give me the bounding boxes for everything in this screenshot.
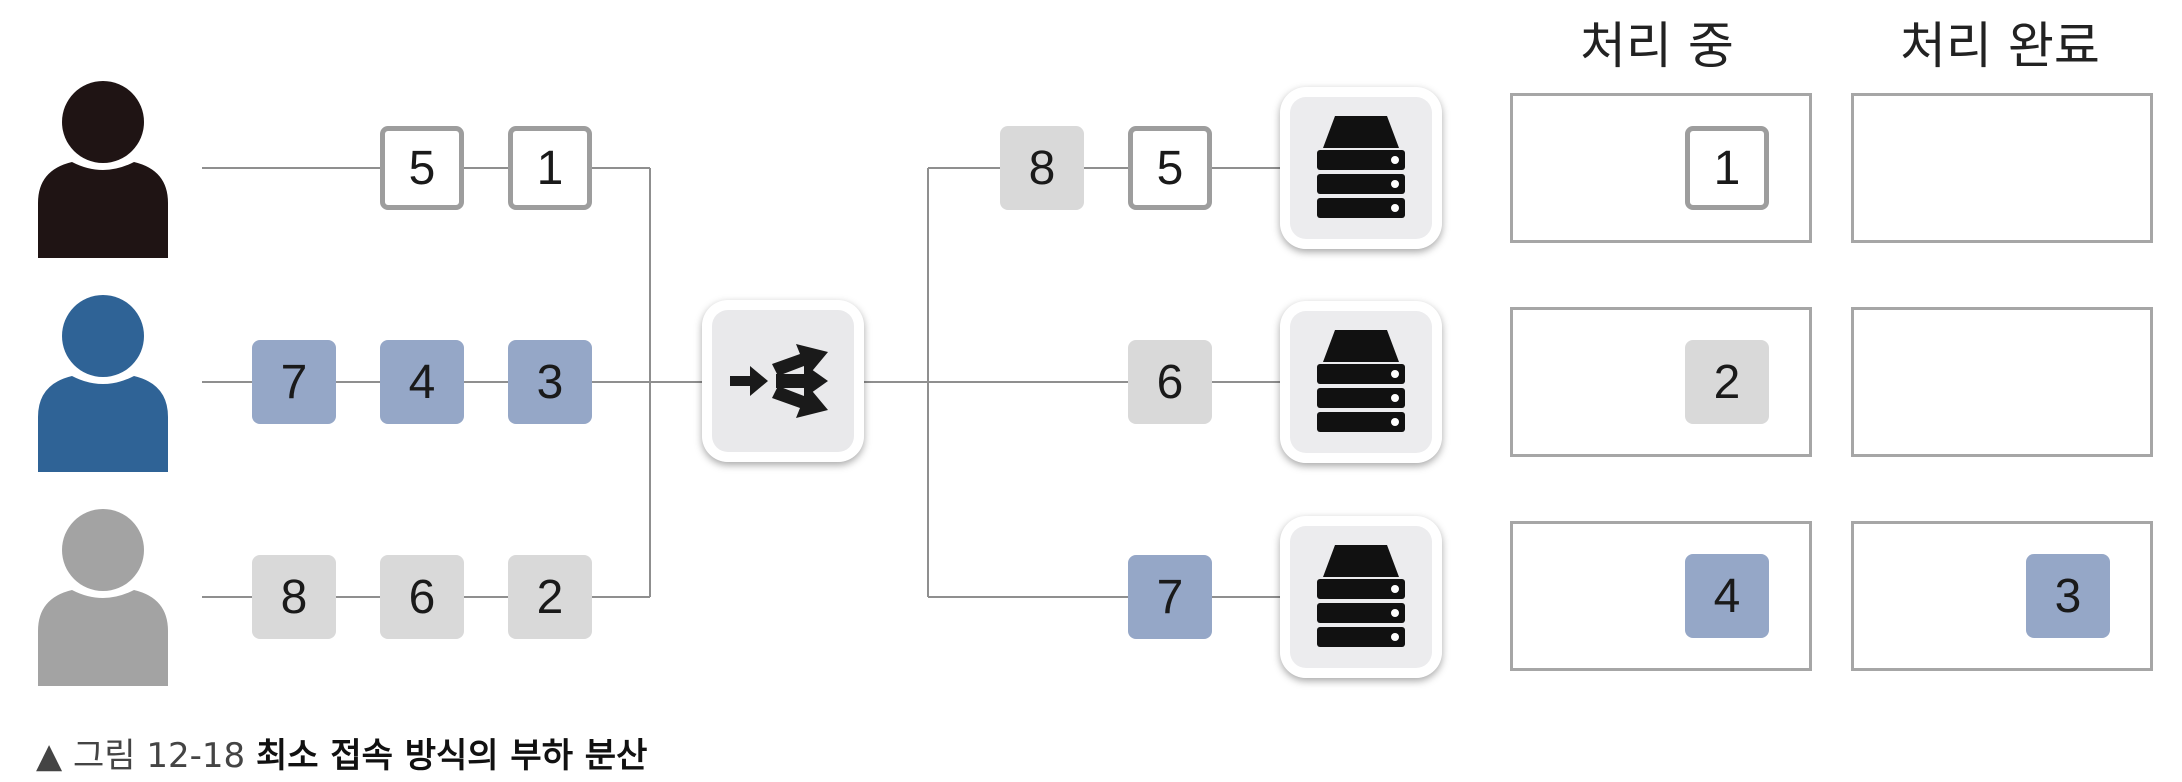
- server-rack-icon: [1317, 330, 1405, 432]
- load-balancer-arrows-icon: [730, 344, 828, 418]
- user-gray-icon: [38, 509, 168, 686]
- processing-panel-1: 1: [1510, 93, 1812, 243]
- completed-packet-3: 3: [2026, 554, 2110, 638]
- user-blue-icon: [38, 295, 168, 472]
- server3-queue-packet-7: 7: [1128, 555, 1212, 639]
- processing-packet-1: 1: [1685, 126, 1769, 210]
- load-balancer: [702, 300, 864, 462]
- packet-6: 6: [380, 555, 464, 639]
- header-processing: 처리 중: [1580, 17, 1734, 75]
- processing-panel-3: 4: [1510, 521, 1812, 671]
- packet-8: 8: [252, 555, 336, 639]
- server1-queue-packet-8: 8: [1000, 126, 1084, 210]
- completed-panel-1: [1851, 93, 2153, 243]
- completed-panel-3: 3: [1851, 521, 2153, 671]
- server2-queue-packet-6: 6: [1128, 340, 1212, 424]
- packet-5: 5: [380, 126, 464, 210]
- completed-panel-2: [1851, 307, 2153, 457]
- server-rack-icon: [1317, 116, 1405, 218]
- processing-packet-4: 4: [1685, 554, 1769, 638]
- caption-title: 최소 접속 방식의 부하 분산: [255, 736, 648, 776]
- server-rack-icon: [1317, 545, 1405, 647]
- processing-packet-2: 2: [1685, 340, 1769, 424]
- server1-queue-packet-5: 5: [1128, 126, 1212, 210]
- server-1: [1280, 87, 1442, 249]
- packet-4: 4: [380, 340, 464, 424]
- processing-panel-2: 2: [1510, 307, 1812, 457]
- caption-prefix: ▲ 그림 12-18: [36, 736, 246, 776]
- packet-1: 1: [508, 126, 592, 210]
- packet-2: 2: [508, 555, 592, 639]
- packet-3: 3: [508, 340, 592, 424]
- packet-7: 7: [252, 340, 336, 424]
- server-3: [1280, 516, 1442, 678]
- header-completed: 처리 완료: [1900, 17, 2100, 75]
- user-black-icon: [38, 81, 168, 258]
- figure-caption: ▲ 그림 12-18 최소 접속 방식의 부하 분산: [36, 728, 647, 777]
- server-2: [1280, 301, 1442, 463]
